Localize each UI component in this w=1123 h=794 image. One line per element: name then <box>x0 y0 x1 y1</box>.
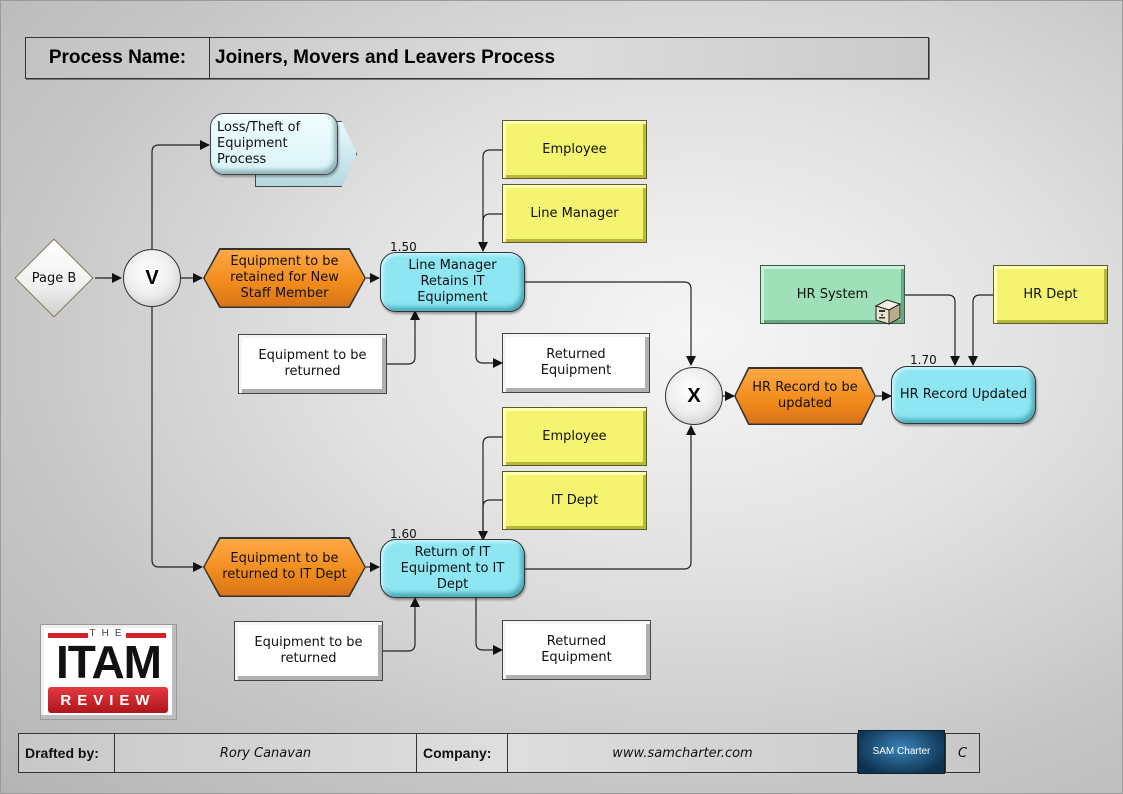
logo-review-text: REVIEW <box>48 687 168 713</box>
function-label: Return of IT Equipment to IT Dept <box>400 544 505 592</box>
drafted-by-label: Drafted by: <box>19 734 115 772</box>
system-hr-system[interactable]: HR System <box>760 265 905 324</box>
server-icon <box>874 299 902 325</box>
document-output-top[interactable]: Returned Equipment <box>502 333 650 393</box>
process-interface-loss-theft[interactable]: Loss/Theft of Equipment Process <box>210 113 360 187</box>
logo-the-text: THE <box>89 628 128 639</box>
sam-charter-logo-text: SAM Charter <box>872 746 931 757</box>
role-label: Employee <box>542 141 607 157</box>
logo-red-bar-left <box>48 633 88 638</box>
function-number-150: 1.50 <box>390 240 417 254</box>
role-hr-dept[interactable]: HR Dept <box>993 265 1108 324</box>
role-it-dept[interactable]: IT Dept <box>502 471 647 530</box>
logo-itam-text: ITAM <box>55 636 162 688</box>
function-label: Line Manager Retains IT Equipment <box>408 258 497 305</box>
function-return-it-equipment[interactable]: Return of IT Equipment to IT Dept <box>380 539 525 598</box>
company-value: www.samcharter.com <box>508 734 858 772</box>
version-value: C <box>957 745 968 761</box>
process-name-label: Process Name: <box>26 38 210 78</box>
system-label: HR System <box>796 286 869 302</box>
role-line-manager[interactable]: Line Manager <box>502 184 647 243</box>
event-hr-record-to-update[interactable]: HR Record to be updated <box>734 367 876 425</box>
role-label: Employee <box>542 428 607 444</box>
role-label: HR Dept <box>1023 286 1078 302</box>
event-equipment-returned-it[interactable]: Equipment to be returned to IT Dept <box>203 537 366 597</box>
event-label: HR Record to be updated <box>752 380 858 411</box>
document-label: Returned Equipment <box>541 634 612 665</box>
document-label: Equipment to be returned <box>254 635 363 666</box>
xor-gateway[interactable]: X <box>665 367 723 425</box>
function-label: HR Record Updated <box>899 387 1028 402</box>
event-hex-fill <box>204 249 365 307</box>
process-name-value: Joiners, Movers and Leavers Process <box>215 47 556 68</box>
sam-charter-logo: SAM Charter <box>858 729 945 774</box>
event-label: Equipment to be retained for New Staff M… <box>230 254 339 301</box>
footer-bar: Drafted by: Rory Canavan Company: www.sa… <box>18 729 980 774</box>
role-employee-top[interactable]: Employee <box>502 120 647 179</box>
document-output-bottom[interactable]: Returned Equipment <box>502 620 651 680</box>
itam-review-logo: THE ITAM REVIEW <box>40 624 177 720</box>
process-interface-label: Loss/Theft of Equipment Process <box>210 113 338 175</box>
document-label: Equipment to be returned <box>258 348 367 379</box>
page-connector-page-b[interactable]: Page B <box>13 237 95 319</box>
or-gateway[interactable]: V <box>123 249 181 307</box>
or-gateway-symbol: V <box>145 266 159 289</box>
function-number-160: 1.60 <box>390 527 417 541</box>
xor-gateway-symbol: X <box>687 384 701 407</box>
process-title-bar: Process Name: Joiners, Movers and Leaver… <box>25 37 929 79</box>
company-label: Company: <box>417 734 508 772</box>
event-equipment-retained[interactable]: Equipment to be retained for New Staff M… <box>203 248 366 308</box>
connector-label: Page B <box>31 270 77 286</box>
event-hex-fill <box>735 368 875 424</box>
document-input-top[interactable]: Equipment to be returned <box>238 334 387 394</box>
drafted-by-value: Rory Canavan <box>115 734 417 772</box>
logo-red-bar-right <box>126 633 166 638</box>
role-employee-bottom[interactable]: Employee <box>502 407 647 466</box>
role-label: Line Manager <box>530 205 619 221</box>
document-input-bottom[interactable]: Equipment to be returned <box>234 621 383 681</box>
function-number-170: 1.70 <box>910 353 937 367</box>
function-hr-record-updated[interactable]: HR Record Updated <box>891 366 1036 424</box>
role-label: IT Dept <box>550 492 599 508</box>
document-label: Returned Equipment <box>540 347 612 378</box>
sam-charter-logo-cell: SAM Charter <box>858 729 946 774</box>
event-hex-fill <box>204 538 365 596</box>
event-label: Equipment to be returned to IT Dept <box>222 551 347 582</box>
function-line-manager-retains[interactable]: Line Manager Retains IT Equipment <box>380 252 525 312</box>
